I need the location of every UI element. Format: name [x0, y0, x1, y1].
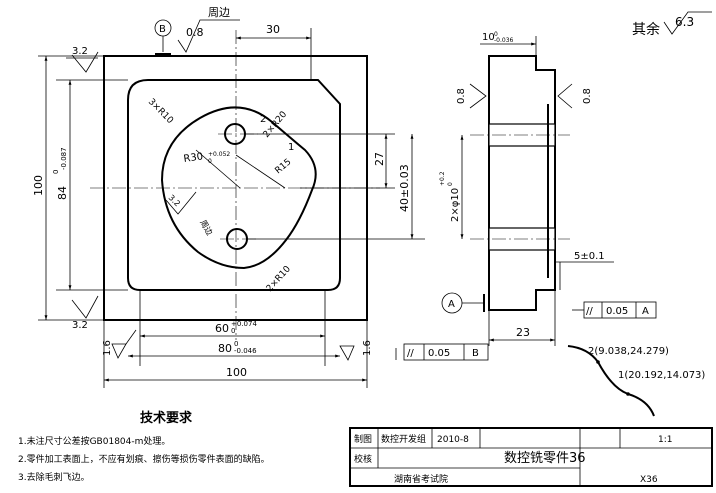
roughness-b-value: 0.8	[186, 26, 204, 39]
dim-27: 27	[373, 152, 386, 166]
dim-80-tol-dn: -0.046	[234, 347, 257, 355]
tol-b-value: 0.05	[428, 348, 450, 359]
tb-drawer: 数控开发组	[381, 433, 426, 445]
dim-left-84: 84	[56, 186, 69, 200]
tol-b-frame	[403, 343, 489, 361]
side-rough-left-symbol	[469, 83, 487, 109]
datum-a-label: A	[448, 299, 455, 310]
tech-req-item-1: 1.未注尺寸公差按GB01804-m处理。	[18, 435, 170, 447]
side-twentythree: 23	[516, 326, 530, 339]
dim-left-100: 100	[32, 175, 45, 196]
tol-a-value: 0.05	[606, 306, 628, 317]
detail-point-1	[626, 392, 630, 396]
tol-a-frame	[583, 301, 657, 319]
roughness-inner-symbol	[165, 191, 197, 215]
tb-check-label: 校核	[354, 453, 372, 465]
tech-req-title: 技术要求	[140, 410, 193, 426]
dim-80-tol-up: 0	[234, 340, 238, 348]
front-view: 30 B 0.8 周边 3.2 100 84 0 -0.087 3.2 1.6	[32, 6, 489, 388]
datum-b-label: B	[159, 24, 166, 35]
side-top-dim: 10	[482, 32, 495, 43]
curve-detail: 2(9.038,24.279) 1(20.192,14.073)	[567, 345, 705, 417]
point-2: 2	[260, 114, 266, 125]
side-rough-left: 0.8	[456, 88, 467, 104]
tb-institute: 湖南省考试院	[394, 473, 448, 485]
detail-label-p2: 2(9.038,24.279)	[588, 346, 669, 357]
tech-req-item-3: 3.去除毛刺飞边。	[18, 471, 90, 483]
dim-60-tol-up: +0.074	[231, 320, 257, 328]
r15-leader	[235, 154, 286, 189]
title-block-frame	[349, 427, 713, 487]
dim-bottom-60: 60	[215, 322, 229, 335]
side-rough-right: 0.8	[582, 88, 593, 104]
side-hole-dim: 2×φ10	[450, 188, 461, 222]
roughness-rl-value: 1.6	[362, 340, 373, 356]
roughness-bl-symbol	[71, 295, 99, 319]
r30-leader	[195, 149, 241, 189]
label-r15: R15	[274, 157, 294, 176]
tol-b-symbol: //	[407, 348, 414, 359]
tb-date: 2010-8	[437, 435, 469, 445]
side-hole-tol-dn: 0	[447, 182, 454, 186]
dim-bottom-80: 80	[218, 342, 232, 355]
detail-curve	[567, 345, 655, 417]
dim-84-tol-dn: -0.087	[60, 147, 68, 170]
tb-code: X36	[640, 475, 658, 485]
technical-requirements: 技术要求 1.未注尺寸公差按GB01804-m处理。 2.零件加工表面上，不应有…	[18, 410, 270, 483]
dim-40: 40±0.03	[398, 164, 411, 212]
roughness-tl-symbol	[71, 51, 99, 73]
detail-point-2	[596, 360, 600, 364]
other-roughness-value: 6.3	[675, 15, 694, 29]
side-top-dim-tol: -0.036	[494, 37, 514, 44]
roughness-rl-symbol	[339, 345, 355, 361]
roughness-b-note: 周边	[208, 6, 230, 19]
detail-label-p1: 1(20.192,14.073)	[618, 370, 705, 381]
side-body	[488, 55, 556, 311]
roughness-ll-symbol	[111, 343, 127, 359]
roughness-tl-value: 3.2	[72, 46, 88, 57]
side-hole-tol-up: +0.2	[439, 171, 446, 186]
point-1: 1	[288, 142, 294, 153]
label-3xr10: 3×R10	[146, 97, 175, 126]
tech-req-item-2: 2.零件加工表面上，不应有划痕、擦伤等损伤零件表面的缺陷。	[18, 453, 270, 465]
r30-tol-dn: 0	[208, 158, 212, 165]
side-five: 5±0.1	[574, 251, 605, 262]
tol-a-symbol: //	[586, 306, 593, 317]
roughness-inner-note: 周边	[198, 218, 215, 237]
tol-a-datum: A	[642, 306, 649, 317]
title-block: 制图 数控开发组 2010-8 数控铣零件36 1:1 校核 湖南省考试院 X3…	[349, 427, 713, 487]
label-r30: R30	[183, 151, 204, 165]
roughness-ll-value: 1.6	[102, 340, 113, 356]
pocket-outline	[127, 79, 341, 291]
tb-scale: 1:1	[658, 435, 672, 445]
general-roughness: 其余 6.3	[632, 11, 712, 38]
r30-tol-up: +0.052	[208, 151, 230, 158]
roughness-b-symbol	[177, 19, 240, 53]
other-label: 其余	[632, 21, 660, 38]
side-rough-right-symbol	[557, 83, 573, 109]
dim-60-tol-dn: 0	[231, 327, 235, 335]
roughness-inner-value: 3.2	[167, 193, 182, 208]
dim-bottom-100: 100	[226, 366, 247, 379]
dim-30: 30	[266, 23, 280, 36]
dim-84-tol-up: 0	[52, 170, 60, 174]
roughness-ll-stem	[125, 329, 137, 345]
roughness-bl-value: 3.2	[72, 320, 88, 331]
side-view: 10 0 -0.036 0.8 0.8 2×φ10 +0.2 0 5±0.1 A…	[439, 31, 657, 346]
tb-draw-label: 制图	[354, 433, 372, 445]
side-top-dim-tol-up: 0	[494, 31, 498, 38]
other-roughness-symbol	[663, 11, 712, 35]
cam-outline	[160, 106, 317, 270]
tol-b-datum: B	[472, 348, 479, 359]
tb-part-name: 数控铣零件36	[504, 451, 586, 466]
